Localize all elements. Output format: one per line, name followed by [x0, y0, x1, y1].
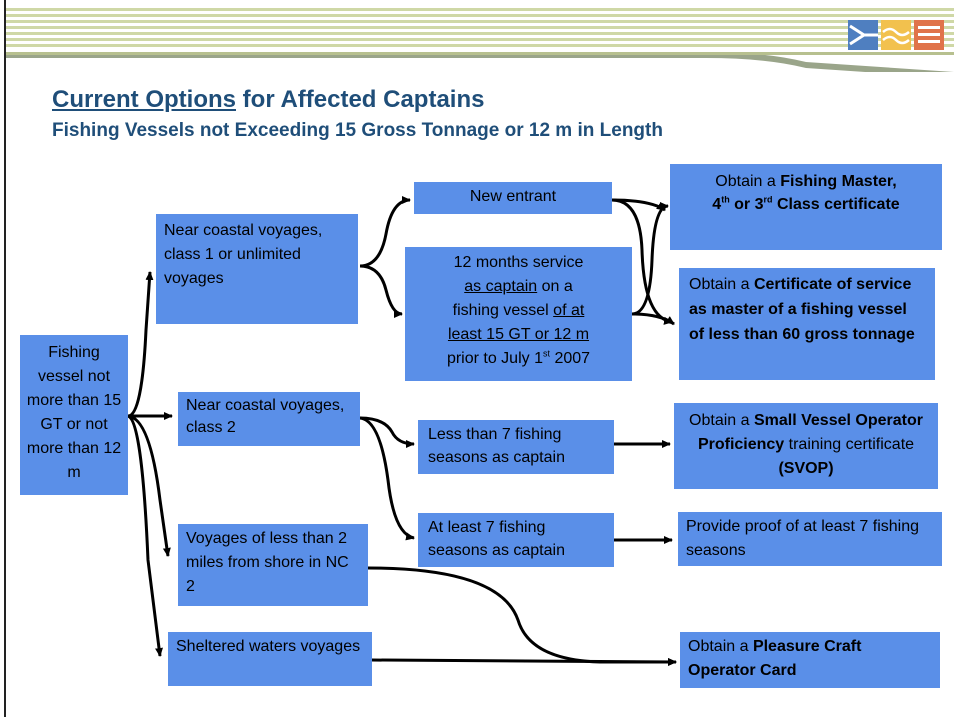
node-less-than-2-miles: Voyages of less than 2 miles from shore … [178, 524, 368, 606]
node-service: 12 months service as captain on a fishin… [405, 247, 632, 381]
flag-logo [848, 20, 944, 50]
node-near-coastal-2: Near coastal voyages, class 2 [178, 392, 360, 446]
node-at-least-7: At least 7 fishing seasons as captain [418, 513, 614, 567]
node-pcoc: Obtain a Pleasure Craft Operator Card [680, 632, 940, 688]
slide-subtitle: Fishing Vessels not Exceeding 15 Gross T… [52, 120, 663, 141]
edge-service-fm [631, 202, 669, 316]
edge-root-2miles [127, 414, 171, 557]
node-new-entrant: New entrant [414, 182, 612, 214]
node-less-than-7: Less than 7 fishing seasons as captain [418, 420, 614, 474]
header-band [6, 8, 954, 72]
edge-nc1-newentrant [359, 196, 411, 268]
edge-nc1-service [359, 264, 403, 318]
edge-root-nc1 [127, 271, 154, 418]
node-near-coastal-1: Near coastal voyages, class 1 or unlimit… [156, 214, 358, 324]
edge-2miles-pcoc [367, 566, 677, 666]
node-sheltered: Sheltered waters voyages [168, 632, 372, 686]
edge-nc2-lt7 [359, 416, 415, 448]
node-fishing-master: Obtain a Fishing Master, 4th or 3rd Clas… [670, 164, 942, 250]
edge-sheltered-pcoc [371, 657, 677, 666]
edge-nc2-atleast7 [359, 416, 415, 541]
slide-title: Current Options for Affected Captains [52, 86, 485, 113]
edge-root-sheltered [127, 414, 163, 657]
node-root: Fishing vessel not more than 15 GT or no… [20, 335, 128, 495]
edge-newentrant-cert [611, 198, 673, 325]
edge-service-cert [631, 312, 675, 326]
node-cert-service: Obtain a Certificate of service as maste… [679, 268, 935, 380]
node-svop: Obtain a Small Vessel Operator Proficien… [674, 403, 938, 489]
slide-frame [4, 0, 952, 717]
node-proof: Provide proof of at least 7 fishing seas… [678, 512, 942, 566]
